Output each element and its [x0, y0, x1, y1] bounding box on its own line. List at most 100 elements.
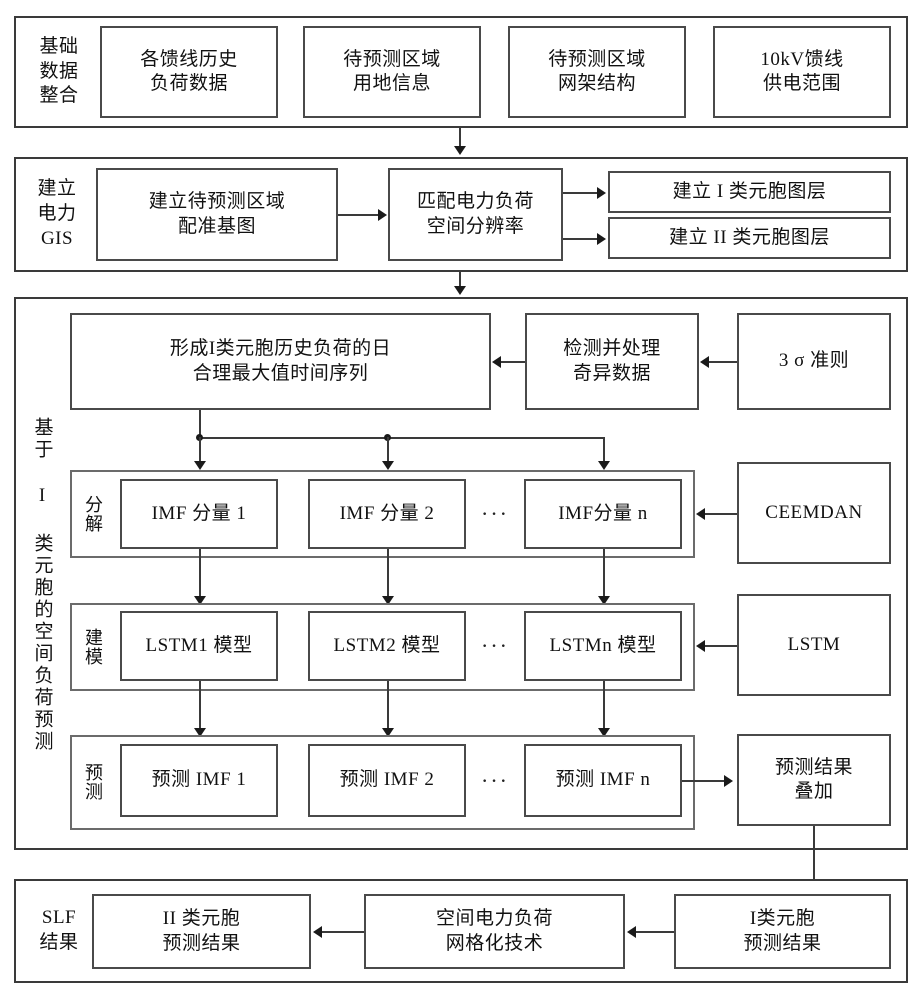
- bus-drop-3: [603, 437, 605, 465]
- label-text: 预测: [83, 763, 103, 801]
- node-text-line: 网架结构: [557, 73, 636, 94]
- node-text-line: 预测结果: [774, 756, 853, 778]
- bus-drop-2: [387, 437, 389, 465]
- node-gridding-technique[interactable]: 空间电力负荷 网格化技术: [364, 894, 625, 969]
- node-text-line: IMF分量 n: [558, 502, 648, 524]
- node-build-class1-layer[interactable]: 建立 I 类元胞图层: [608, 171, 891, 213]
- connector-ceemdan-to-imfn: [705, 513, 737, 515]
- connector-sigma-to-detect: [709, 361, 737, 363]
- section-slf-result-label: SLF 结果: [26, 895, 92, 967]
- node-class2-forecast-result[interactable]: II 类元胞 预测结果: [92, 894, 311, 969]
- node-imf-2[interactable]: IMF 分量 2: [308, 479, 466, 549]
- node-text-line: LSTM1 模型: [145, 634, 253, 656]
- arrowhead-left: [492, 356, 501, 368]
- label-text: 基于 I 类元胞的空间负荷预测: [31, 417, 53, 753]
- label-line: 电力: [37, 203, 77, 225]
- node-text-line: 匹配电力负荷: [416, 191, 534, 213]
- node-sum-results[interactable]: 预测结果 叠加: [737, 734, 891, 826]
- ellipsis-prediction: ···: [466, 744, 524, 817]
- arrowhead-down: [598, 596, 610, 605]
- node-detect-outliers[interactable]: 检测并处理 奇异数据: [525, 313, 699, 410]
- node-lstm1-model[interactable]: LSTM1 模型: [120, 611, 278, 681]
- node-ceemdan[interactable]: CEEMDAN: [737, 462, 891, 564]
- node-text-line: 负荷数据: [149, 73, 228, 94]
- node-imf-1[interactable]: IMF 分量 1: [120, 479, 278, 549]
- node-feeder-supply-range[interactable]: 10kV馈线 供电范围: [713, 26, 891, 118]
- arrowhead-down: [454, 286, 466, 295]
- node-text-line: 预测 IMF 1: [151, 769, 247, 791]
- bus-horizontal: [199, 437, 605, 439]
- arrowhead-down: [194, 461, 206, 470]
- arrowhead-down: [382, 461, 394, 470]
- node-class1-forecast-result[interactable]: I类元胞 预测结果: [674, 894, 891, 969]
- node-predict-imf-2[interactable]: 预测 IMF 2: [308, 744, 466, 817]
- node-lstm[interactable]: LSTM: [737, 594, 891, 696]
- group-decompose-label: 分解: [76, 480, 110, 548]
- connector-class1-to-gridding: [636, 931, 674, 933]
- node-text-line: 配准基图: [177, 215, 256, 237]
- group-prediction-label: 预测: [76, 748, 110, 816]
- section-basic-data-label: 基础 数据 整合: [26, 26, 92, 118]
- arrowhead-left: [313, 926, 322, 938]
- link-lstm2-to-predict2: [387, 681, 389, 732]
- node-text-line: 预测 IMF 2: [339, 769, 435, 791]
- connector-match-to-class2: [563, 238, 600, 240]
- node-area-landuse-info[interactable]: 待预测区域 用地信息: [303, 26, 481, 118]
- bus-drop-1: [199, 437, 201, 465]
- node-text-line: LSTM: [787, 633, 841, 655]
- node-text-line: 待预测区域: [548, 48, 646, 70]
- link-imfn-to-lstmn: [603, 549, 605, 600]
- node-lstm2-model[interactable]: LSTM2 模型: [308, 611, 466, 681]
- node-text-line: 用地信息: [352, 73, 431, 94]
- arrowhead-right: [378, 209, 387, 221]
- link-imf1-to-lstm1: [199, 549, 201, 600]
- arrowhead-right: [597, 187, 606, 199]
- node-text-line: CEEMDAN: [765, 501, 863, 523]
- arrowhead-left: [700, 356, 709, 368]
- arrowhead-left: [696, 508, 705, 520]
- connector-gis-to-forecast: [459, 272, 461, 290]
- node-text-line: 形成I类元胞历史负荷的日: [169, 338, 392, 360]
- node-lstmn-model[interactable]: LSTMn 模型: [524, 611, 682, 681]
- node-text-line: 预测 IMF n: [555, 769, 651, 791]
- bus-stem: [199, 410, 201, 438]
- arrowhead-down: [382, 728, 394, 737]
- label-text: 建模: [83, 628, 103, 666]
- group-modeling-label: 建模: [76, 613, 110, 681]
- ellipsis-decompose: ···: [466, 479, 524, 549]
- node-text-line: 空间分辨率: [426, 215, 525, 237]
- node-area-grid-structure[interactable]: 待预测区域 网架结构: [508, 26, 686, 118]
- label-line: 基础: [39, 35, 79, 57]
- node-text-line: IMF 分量 2: [339, 502, 435, 524]
- node-text-line: 3 σ 准则: [778, 350, 850, 372]
- connector-basemap-to-match: [338, 214, 380, 216]
- node-predict-imf-n[interactable]: 预测 IMF n: [524, 744, 682, 817]
- arrowhead-right: [724, 775, 733, 787]
- node-match-spatial-resolution[interactable]: 匹配电力负荷 空间分辨率: [388, 168, 563, 261]
- connector-gridding-to-class2: [322, 931, 364, 933]
- connector-lstm-to-lstmn: [705, 645, 737, 647]
- ellipsis-text: ···: [481, 501, 509, 526]
- node-text-line: 空间电力负荷: [435, 908, 553, 930]
- node-feeder-history-load[interactable]: 各馈线历史 负荷数据: [100, 26, 278, 118]
- label-line: SLF: [41, 907, 77, 929]
- connector-predictn-to-sum: [682, 780, 727, 782]
- node-daily-max-series[interactable]: 形成I类元胞历史负荷的日 合理最大值时间序列: [70, 313, 491, 410]
- section-power-gis-label: 建立 电力 GIS: [26, 168, 88, 261]
- node-three-sigma-rule[interactable]: 3 σ 准则: [737, 313, 891, 410]
- node-text-line: 待预测区域: [343, 48, 441, 70]
- node-text-line: 供电范围: [762, 73, 841, 94]
- node-text-line: 预测结果: [743, 932, 822, 954]
- link-imf2-to-lstm2: [387, 549, 389, 600]
- node-text-line: II 类元胞: [162, 908, 241, 930]
- arrowhead-down: [194, 728, 206, 737]
- label-text: 分解: [83, 495, 103, 533]
- node-build-class2-layer[interactable]: 建立 II 类元胞图层: [608, 217, 891, 259]
- node-text-line: IMF 分量 1: [151, 502, 247, 524]
- node-predict-imf-1[interactable]: 预测 IMF 1: [120, 744, 278, 817]
- connector-match-to-class1: [563, 192, 600, 194]
- arrowhead-down: [194, 596, 206, 605]
- node-imf-n[interactable]: IMF分量 n: [524, 479, 682, 549]
- node-build-base-map[interactable]: 建立待预测区域 配准基图: [96, 168, 338, 261]
